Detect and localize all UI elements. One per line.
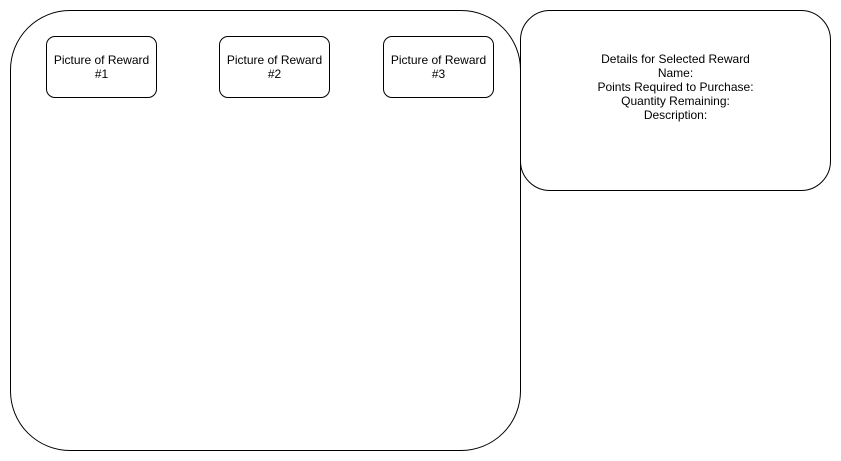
reward-card-3[interactable]: Picture of Reward #3 — [383, 36, 494, 98]
details-name-label: Name: — [657, 65, 694, 80]
reward-card-2[interactable]: Picture of Reward #2 — [219, 36, 330, 98]
details-points-label: Points Required to Purchase: — [597, 79, 754, 94]
details-description-label: Description: — [643, 107, 708, 122]
details-title: Details for Selected Reward — [601, 51, 750, 66]
reward-card-1[interactable]: Picture of Reward #1 — [46, 36, 157, 98]
reward-card-label: Picture of Reward #1 — [53, 53, 150, 81]
reward-card-label: Picture of Reward #3 — [390, 53, 487, 81]
details-quantity-label: Quantity Remaining: — [621, 93, 730, 108]
reward-details-panel: Details for Selected Reward Name: Points… — [520, 10, 831, 191]
reward-card-label: Picture of Reward #2 — [226, 53, 323, 81]
reward-details-text: Details for Selected Reward Name: Points… — [597, 52, 753, 122]
